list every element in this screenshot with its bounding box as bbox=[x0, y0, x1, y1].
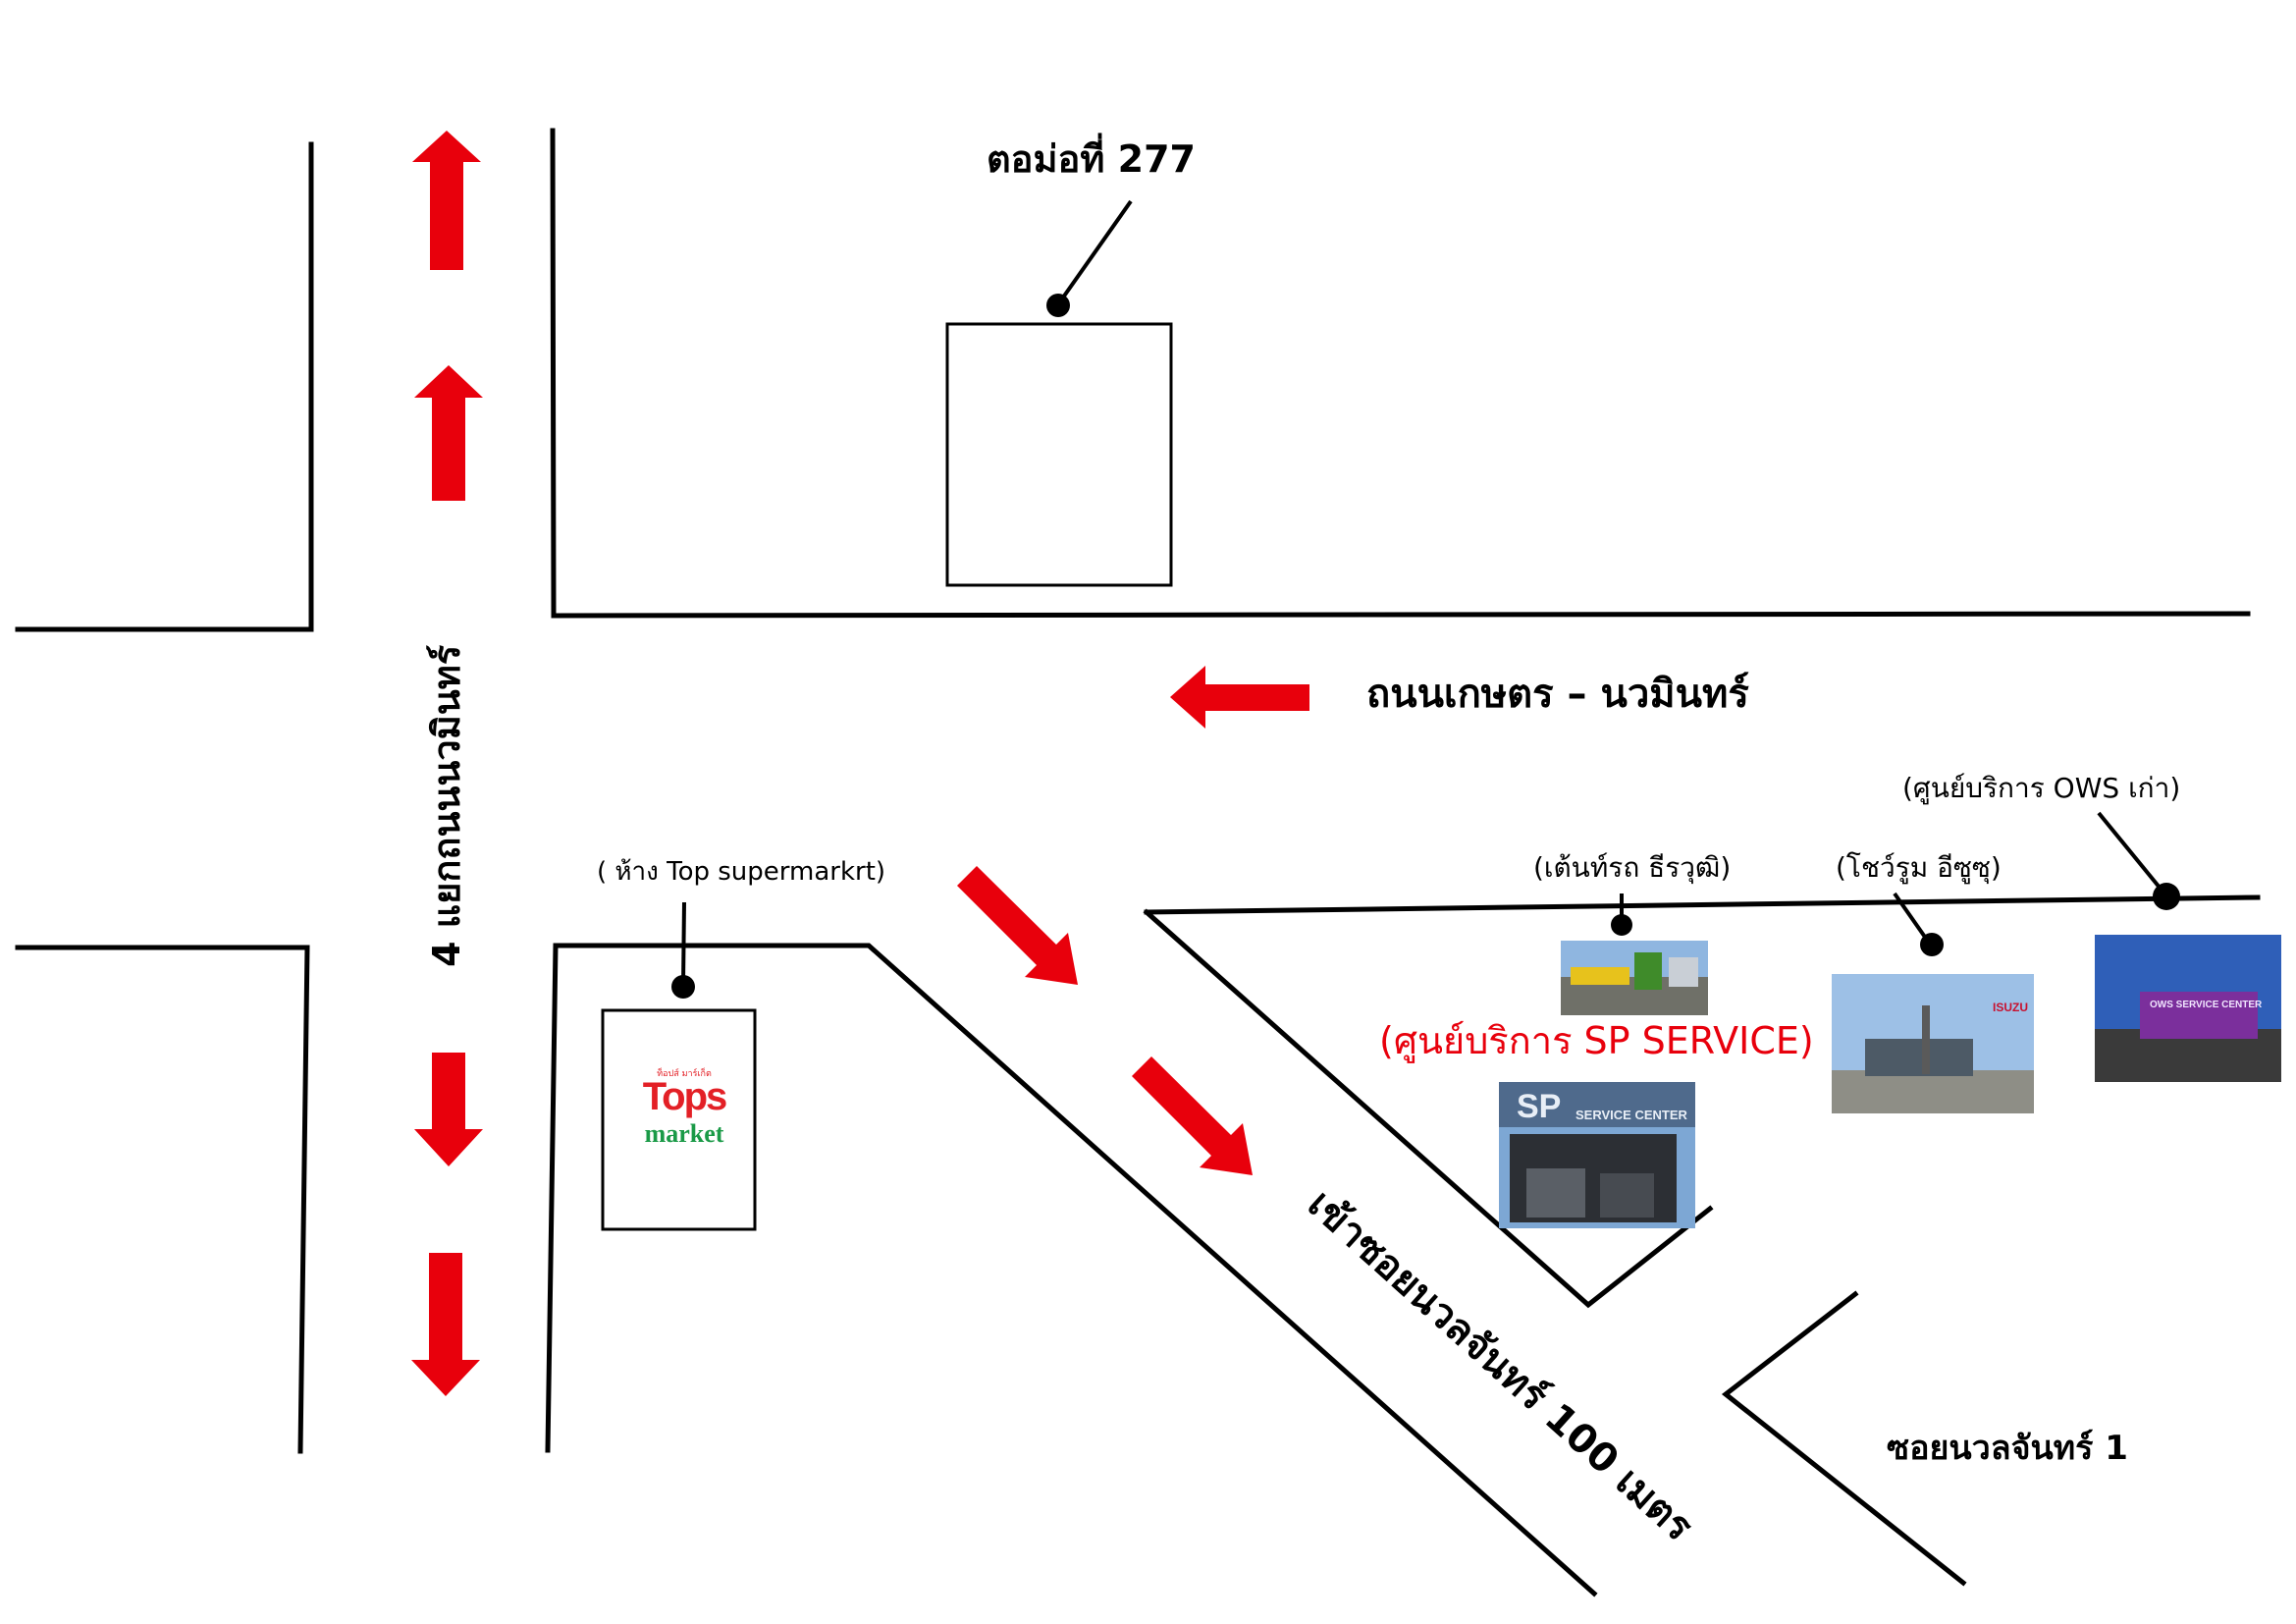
sp-sign-text: SERVICE CENTER bbox=[1575, 1108, 1688, 1122]
pillar-277-leader bbox=[1056, 199, 1133, 306]
tent-label: (เต้นท์รถ ธีรวุฒิ) bbox=[1533, 851, 1731, 885]
direction-arrows bbox=[411, 131, 1309, 1396]
tops-market-box bbox=[601, 1008, 757, 1231]
tent-dot bbox=[1611, 914, 1632, 936]
soi-entry-label: เข้าซอยนวลจันทร์ 100 เมตร bbox=[1299, 1181, 1701, 1550]
tops-market-text: market bbox=[645, 1119, 724, 1148]
ows-leader bbox=[2097, 811, 2166, 895]
sp-service-label: (ศูนย์บริการ SP SERVICE) bbox=[1379, 1019, 1814, 1063]
road-edge-left-upper bbox=[15, 141, 314, 632]
showroom-photo: ISUZU bbox=[1832, 974, 2034, 1113]
arrow-down-2 bbox=[411, 1253, 480, 1396]
arrow-down-1 bbox=[414, 1053, 483, 1166]
tent-photo bbox=[1561, 941, 1708, 1015]
soi-1-label: ซอยนวลจันทร์ 1 bbox=[1887, 1429, 2128, 1468]
tops-logo: ท็อปส์ มาร์เก็ต Tops market bbox=[643, 1066, 728, 1148]
pillar-277-label: ตอม่อที่ 277 bbox=[987, 133, 1196, 181]
showroom-dot bbox=[1920, 933, 1944, 956]
main-road-label: ถนนเกษตร – นวมินทร์ bbox=[1366, 672, 1749, 717]
intersection-label: 4 แยกถนนนวมินทร์ bbox=[425, 644, 468, 967]
arrow-up-2 bbox=[414, 365, 483, 501]
road-edge-soi-1 bbox=[1721, 1290, 1967, 1587]
tops-logo-text: Tops bbox=[643, 1075, 726, 1118]
pillar-277-dot bbox=[1046, 294, 1070, 317]
road-edge-wedge bbox=[1144, 894, 2261, 915]
arrow-left-main-road bbox=[1170, 666, 1309, 729]
road-lines bbox=[15, 128, 2261, 1597]
showroom-label: (โชว์รูม อีซูซุ) bbox=[1836, 851, 2002, 885]
tops-dot bbox=[671, 975, 695, 999]
ows-label: (ศูนย์บริการ OWS เก่า) bbox=[1902, 772, 2180, 805]
road-edge-lower-left bbox=[545, 943, 1598, 1597]
arrow-up-1 bbox=[412, 131, 481, 270]
showroom-leader bbox=[1893, 892, 1931, 945]
ows-dot bbox=[2153, 883, 2180, 910]
sp-service-photo: SP SERVICE CENTER bbox=[1499, 1082, 1695, 1228]
tops-tagline: ท็อปส์ มาร์เก็ต bbox=[657, 1066, 712, 1079]
road-edge-left-lower bbox=[15, 945, 310, 1454]
ows-sign: OWS SERVICE CENTER bbox=[2150, 1000, 2263, 1010]
arrow-diagonal-1 bbox=[957, 866, 1078, 985]
showroom-sign: ISUZU bbox=[1993, 1001, 2028, 1014]
road-edge-wedge-diagonal bbox=[1143, 908, 1714, 1309]
road-edge-upper-right bbox=[550, 128, 2251, 619]
tops-leader bbox=[681, 901, 686, 986]
arrow-diagonal-2 bbox=[1132, 1056, 1253, 1175]
sp-sign-logo: SP bbox=[1517, 1088, 1561, 1125]
ows-photo: OWS SERVICE CENTER bbox=[2095, 935, 2281, 1082]
pillar-277-box bbox=[945, 322, 1173, 587]
tops-label: ( ห้าง Top supermarkrt) bbox=[597, 857, 885, 887]
